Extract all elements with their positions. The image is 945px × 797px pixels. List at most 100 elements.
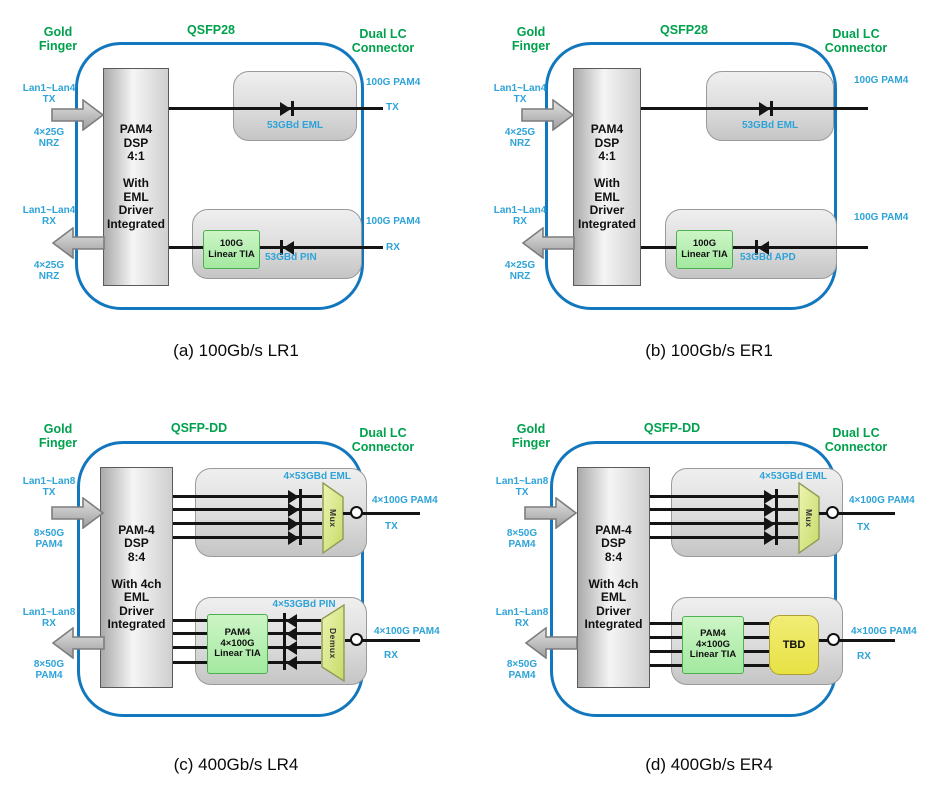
module-outline — [77, 441, 364, 717]
tx-signal-rate-label: 100G PAM4 — [854, 75, 909, 86]
tx-fiber-line — [819, 512, 895, 515]
connector-label: Dual LC Connector — [824, 27, 888, 55]
panel-100g-er1: Gold Finger QSFP28 Dual LC Connector PAM… — [473, 0, 945, 400]
dsp-block: PAM4 DSP 4:1 With EML Driver Integrated — [103, 68, 169, 286]
tx-lens-icon — [350, 506, 363, 519]
rx-device-label: 4×53GBd PIN — [272, 599, 336, 610]
host-tx-lane-label: Lan1~Lan4 TX — [22, 83, 76, 105]
tx-signal-rate-label: 100G PAM4 — [366, 77, 421, 88]
host-tx-arrow-icon — [51, 99, 105, 131]
dsp-text: PAM-4 DSP 8:4 With 4ch EML Driver Integr… — [584, 522, 643, 631]
module-type-label: QSFP-DD — [170, 421, 228, 435]
tx-osa-block: 53GBd EML — [233, 71, 357, 141]
host-tx-lane-label: Lan1~Lan8 TX — [495, 476, 549, 498]
tia-block: PAM4 4×100G Linear TIA — [207, 614, 268, 674]
caption-b: (b) 100Gb/s ER1 — [645, 341, 773, 360]
tx-signal-rate-label: 4×100G PAM4 — [849, 495, 915, 506]
host-tx-lane-label: Lan1~Lan4 TX — [493, 83, 547, 105]
tia-label: PAM4 4×100G Linear TIA — [214, 627, 261, 660]
tx-device-label: 53GBd EML — [266, 120, 324, 131]
tx-signal-rate-label: 4×100G PAM4 — [372, 495, 438, 506]
panel-400g-er4: Gold Finger QSFP-DD Dual LC Connector PA… — [473, 410, 945, 797]
connector-label: Dual LC Connector — [351, 426, 415, 454]
host-rx-arrow-icon — [51, 227, 105, 259]
host-tx-arrow-icon — [521, 99, 575, 131]
rx-device-label: 53GBd APD — [740, 252, 796, 263]
tx-direction-label: TX — [385, 521, 398, 532]
gold-finger-label: Gold Finger — [38, 25, 78, 53]
tx-signal-line — [173, 536, 322, 539]
panel-400g-lr4: Gold Finger QSFP-DD Dual LC Connector PA… — [0, 410, 472, 797]
rx-signal-line — [641, 246, 868, 249]
host-rx-lane-label: Lan1~Lan4 RX — [493, 205, 547, 227]
host-tx-rate-label: 8×50G PAM4 — [33, 528, 65, 550]
mux-block: Mux — [322, 482, 344, 554]
mux-shape — [798, 482, 820, 554]
tx-laser-diode-icon — [288, 489, 302, 504]
module-type-label: QSFP28 — [187, 23, 235, 37]
rx-fiber-line — [345, 639, 420, 642]
tx-direction-label: TX — [386, 102, 399, 113]
gold-finger-label: Gold Finger — [511, 25, 551, 53]
tbd-label: TBD — [782, 639, 806, 651]
tx-signal-line — [173, 495, 322, 498]
dsp-text: PAM-4 DSP 8:4 With 4ch EML Driver Integr… — [107, 522, 166, 631]
tia-block: 100G Linear TIA — [676, 230, 733, 269]
dsp-block: PAM-4 DSP 8:4 With 4ch EML Driver Integr… — [577, 467, 650, 688]
tx-laser-diode-icon — [288, 516, 302, 531]
demux-shape — [321, 604, 345, 682]
connector-label: Dual LC Connector — [351, 27, 415, 55]
host-tx-rate-label: 4×25G NRZ — [33, 127, 65, 149]
tx-signal-line — [650, 495, 798, 498]
tx-laser-diode-icon — [288, 530, 302, 545]
caption-a: (a) 100Gb/s LR1 — [173, 341, 299, 360]
host-rx-arrow-icon — [524, 627, 578, 659]
tx-device-label: 4×53GBd EML — [759, 471, 827, 482]
demux-block: Demux — [321, 604, 345, 682]
rx-lens-icon — [827, 633, 840, 646]
tx-signal-line — [173, 522, 322, 525]
gold-finger-label: Gold Finger — [38, 422, 78, 450]
module-type-label: QSFP28 — [660, 23, 708, 37]
caption-c: (c) 400Gb/s LR4 — [173, 755, 299, 774]
rx-signal-rate-label: 4×100G PAM4 — [851, 626, 917, 637]
rx-direction-label: RX — [386, 242, 400, 253]
tx-laser-diode-icon — [764, 516, 778, 531]
mux-shape — [322, 482, 344, 554]
module-outline — [75, 42, 364, 310]
host-rx-lane-label: Lan1~Lan8 RX — [22, 607, 76, 629]
module-type-label: QSFP-DD — [643, 421, 701, 435]
tx-fiber-line — [343, 512, 420, 515]
rx-lens-icon — [350, 633, 363, 646]
caption-d: (d) 400Gb/s ER4 — [645, 755, 773, 774]
demux-label: Demux — [328, 627, 338, 659]
host-rx-rate-label: 8×50G PAM4 — [33, 659, 65, 681]
mux-block: Mux — [798, 482, 820, 554]
host-rx-rate-label: 8×50G PAM4 — [506, 659, 538, 681]
rx-photodiode-icon — [283, 613, 297, 628]
tx-laser-diode-icon — [759, 101, 773, 116]
host-rx-lane-label: Lan1~Lan8 RX — [495, 607, 549, 629]
rx-photodiode-icon — [283, 626, 297, 641]
rx-photodiode-icon — [283, 640, 297, 655]
host-rx-lane-label: Lan1~Lan4 RX — [22, 205, 76, 227]
tx-laser-diode-icon — [280, 101, 294, 116]
host-tx-lane-label: Lan1~Lan8 TX — [22, 476, 76, 498]
tx-laser-diode-icon — [764, 530, 778, 545]
tx-laser-diode-icon — [764, 489, 778, 504]
host-tx-arrow-icon — [524, 497, 578, 529]
tx-laser-diode-icon — [764, 502, 778, 517]
host-rx-arrow-icon — [51, 627, 105, 659]
dsp-text: PAM4 DSP 4:1 With EML Driver Integrated — [577, 122, 636, 231]
tx-signal-line — [650, 522, 798, 525]
rx-signal-line — [169, 246, 383, 249]
rx-signal-rate-label: 100G PAM4 — [366, 216, 421, 227]
dsp-text: PAM4 DSP 4:1 With EML Driver Integrated — [106, 122, 165, 231]
tia-block: PAM4 4×100G Linear TIA — [682, 616, 744, 674]
rx-signal-rate-label: 4×100G PAM4 — [374, 626, 440, 637]
tx-signal-line — [173, 508, 322, 511]
mux-label: Mux — [804, 508, 814, 528]
host-rx-arrow-icon — [521, 227, 575, 259]
dsp-block: PAM4 DSP 4:1 With EML Driver Integrated — [573, 68, 641, 286]
